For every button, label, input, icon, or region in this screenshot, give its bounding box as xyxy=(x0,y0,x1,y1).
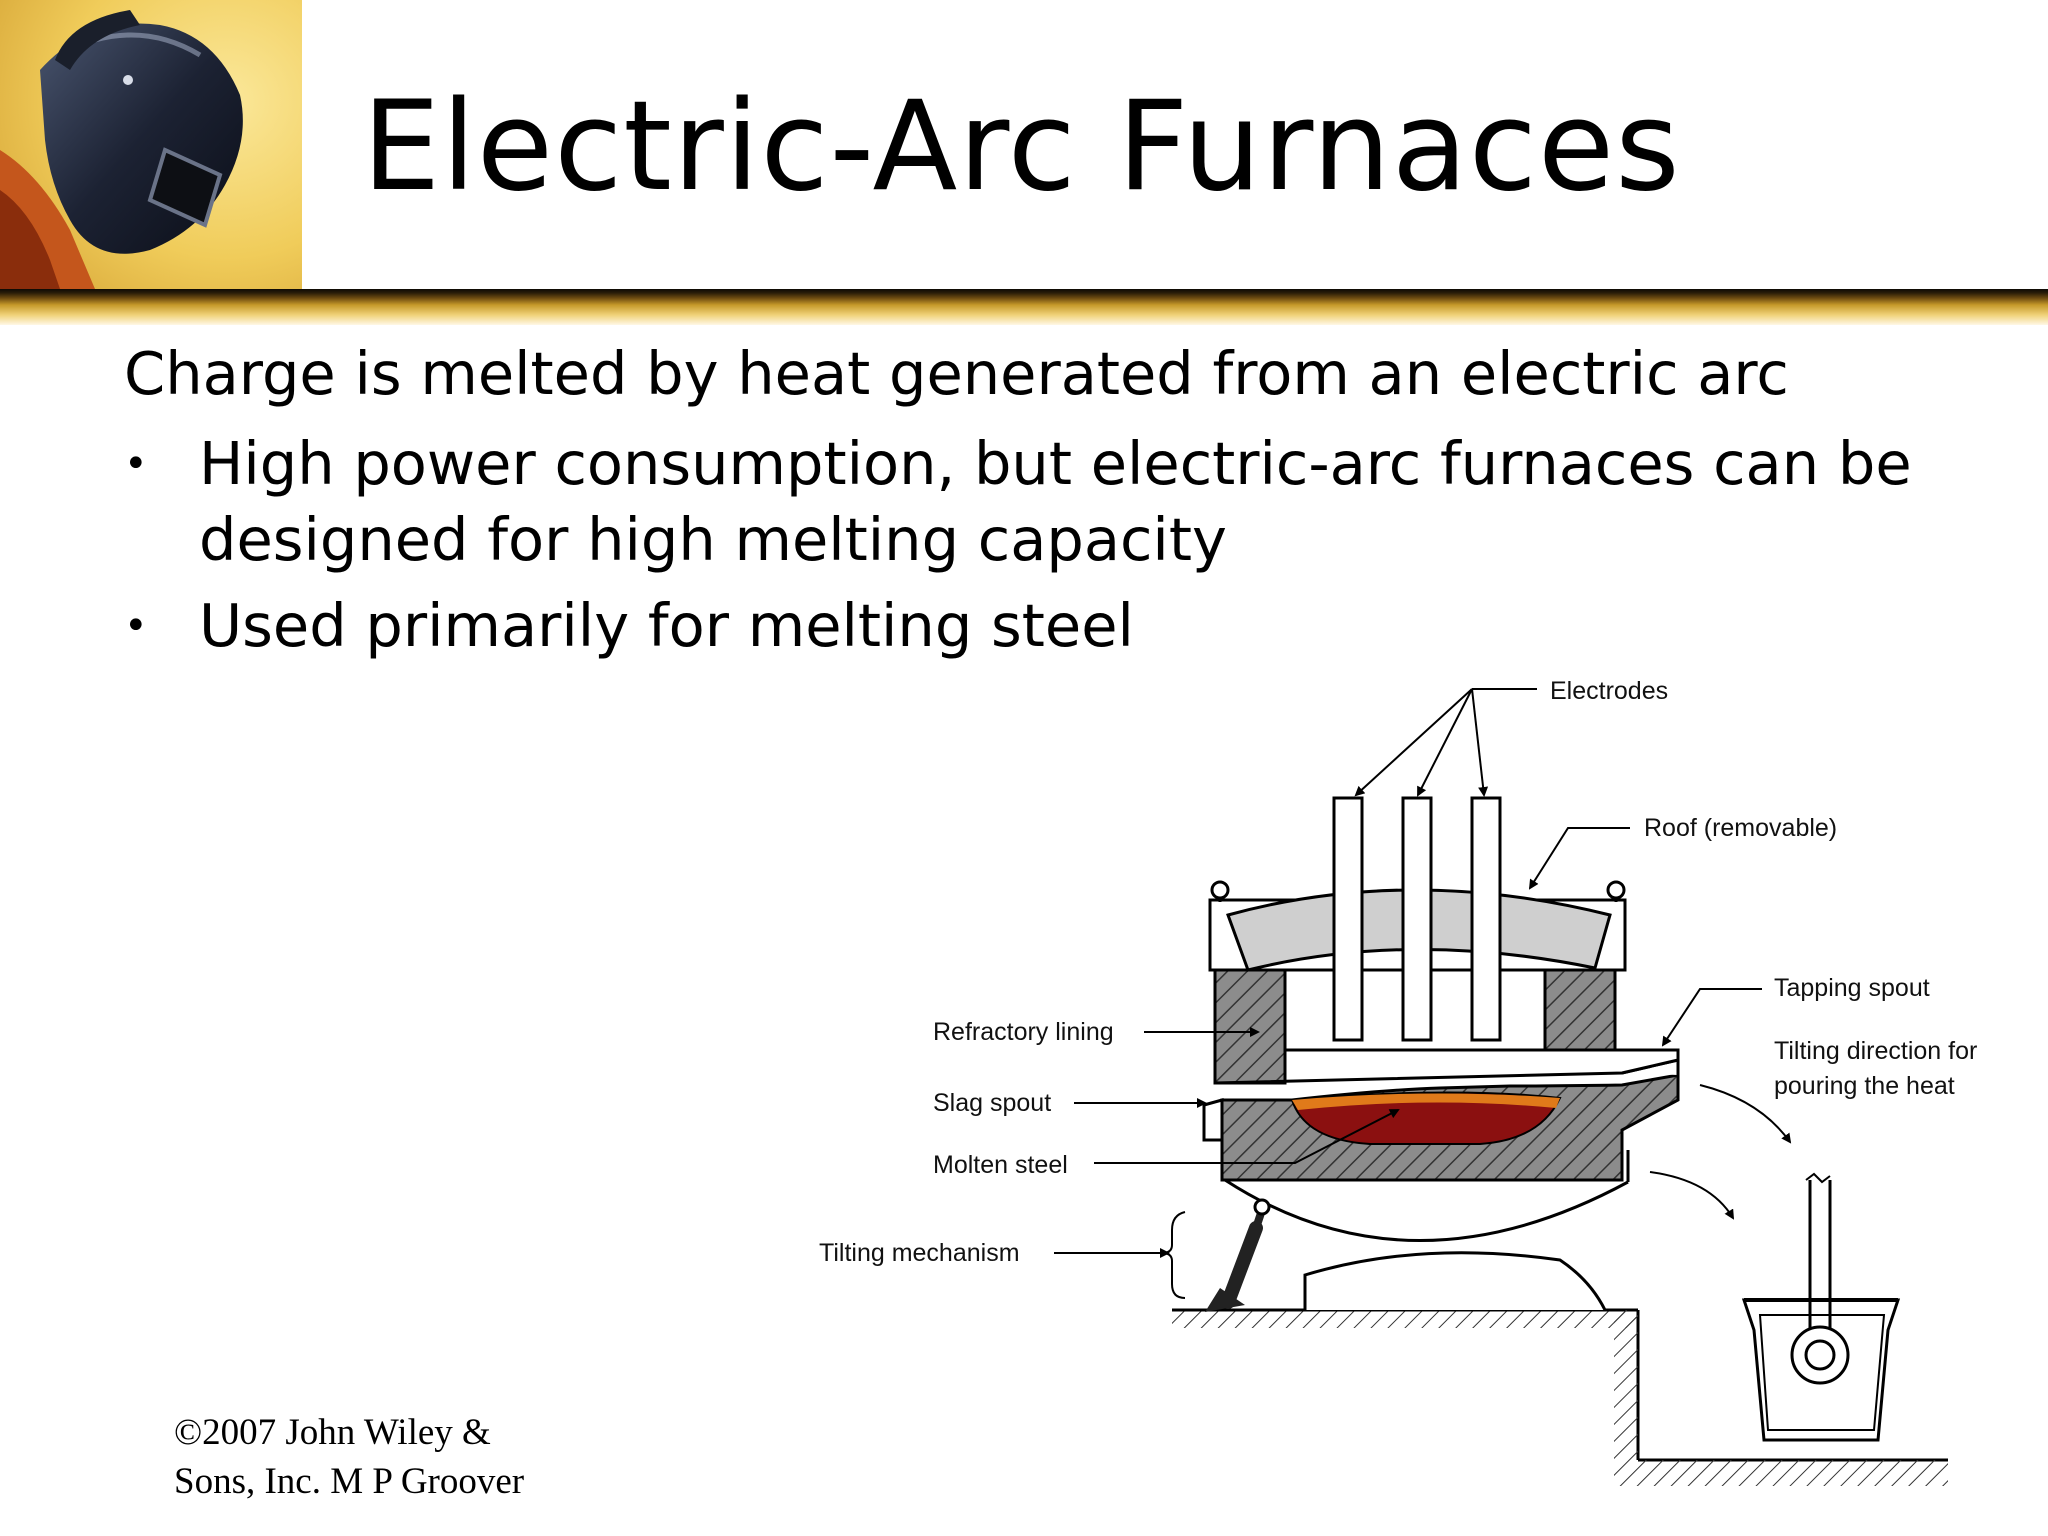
bullet-text-content: High power consumption, but electric-arc… xyxy=(199,429,1912,574)
furnace-walls xyxy=(1213,968,1680,1085)
bullet-text: High power consumption, but electric-arc… xyxy=(199,426,1999,578)
label-tapping-spout: Tapping spout xyxy=(1774,974,1930,1002)
ladle xyxy=(1741,1172,1901,1442)
welder-photo xyxy=(0,0,302,289)
tilting-cylinder xyxy=(1205,1198,1271,1312)
label-electrodes: Electrodes xyxy=(1550,677,1668,705)
ground xyxy=(1172,1308,1948,1486)
welder-helmet-icon xyxy=(0,0,302,289)
label-refractory-lining: Refractory lining xyxy=(933,1018,1114,1046)
label-tilting-mechanism: Tilting mechanism xyxy=(819,1239,1020,1267)
label-roof: Roof (removable) xyxy=(1644,814,1837,842)
label-tilting-direction-1: Tilting direction for xyxy=(1774,1037,1977,1065)
electrodes xyxy=(1332,796,1502,1042)
copyright-notice: ©2007 John Wiley & Sons, Inc. M P Groove… xyxy=(174,1412,525,1502)
header-divider xyxy=(0,289,2048,325)
label-molten-steel: Molten steel xyxy=(933,1151,1068,1179)
bullet-text: Used primarily for melting steel xyxy=(199,591,1134,660)
rocker-base xyxy=(1223,1150,1630,1311)
leader-lines xyxy=(1054,688,1792,1299)
slide-title: Electric-Arc Furnaces xyxy=(362,75,1681,219)
label-tilting-direction-2: pouring the heat xyxy=(1774,1072,1955,1100)
label-slag-spout: Slag spout xyxy=(933,1089,1051,1117)
bullet-marker: • xyxy=(124,441,148,487)
bullet-marker: • xyxy=(124,603,148,649)
intro-text: Charge is melted by heat generated from … xyxy=(124,339,1789,408)
